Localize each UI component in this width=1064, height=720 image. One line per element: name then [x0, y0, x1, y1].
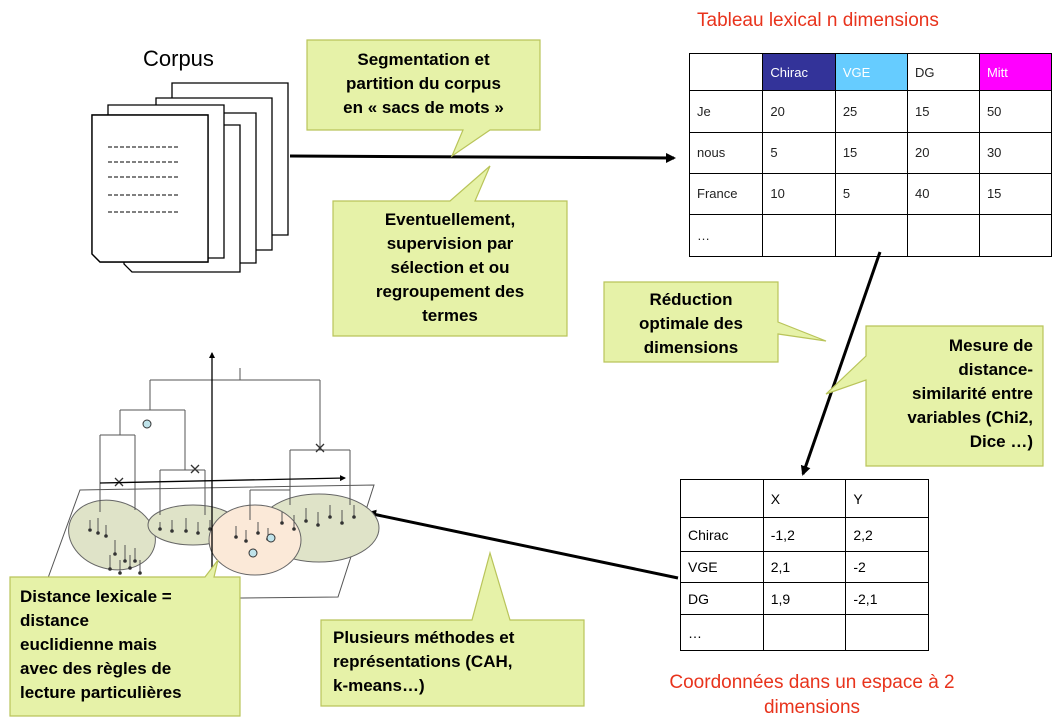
callout-supervision-shape: [332, 165, 568, 337]
callout-distance-shape: [9, 559, 241, 717]
callout-line: dimensions: [643, 338, 739, 357]
lexical-header-dg: DG: [906, 52, 980, 92]
lexical-cell: 50: [978, 90, 1053, 134]
lexical-row-label: …: [688, 213, 764, 258]
coord-cell: 2,1: [762, 551, 847, 583]
lexical-table: Chirac VGE DG Mitt Je 20 25 15 50 nous 5…: [688, 52, 1053, 258]
callout-line: variables (Chi2,: [907, 408, 1033, 427]
callout-line: Dice …): [969, 432, 1033, 451]
callout-line: Eventuellement,: [384, 210, 516, 229]
lexical-cell: [906, 213, 980, 258]
lexical-cell: 10: [762, 172, 836, 215]
coord-row-label: …: [680, 614, 764, 651]
callout-distance-text: Distance lexicale = distance euclidienne…: [20, 585, 238, 705]
callout-line: distance-: [958, 360, 1033, 379]
callout-line: euclidienne mais: [20, 635, 157, 654]
lexical-cell: 5: [762, 132, 836, 174]
coordinates-title-line2: dimensions: [763, 697, 861, 718]
callout-line: similarité entre: [912, 384, 1033, 403]
callout-segmentation-text: Segmentation et partition du corpus en «…: [307, 48, 540, 120]
callout-line: représentations (CAH,: [333, 652, 513, 671]
callout-mesure-text: Mesure de distance- similarité entre var…: [866, 334, 1043, 454]
callout-line: Distance lexicale =: [20, 587, 172, 606]
lexical-header-mitt: Mitt: [978, 52, 1053, 92]
lexical-cell: 20: [762, 90, 836, 134]
coords-to-dendrogram-arrow: [366, 509, 679, 580]
callout-line: Réduction: [649, 290, 733, 309]
lexical-cell: 5: [834, 172, 908, 215]
coord-cell: -1,2: [762, 517, 847, 552]
coord-cell: -2,1: [845, 582, 929, 615]
coord-cell: -2: [845, 551, 929, 583]
coord-cell: [845, 614, 929, 651]
lexical-row-label: nous: [688, 132, 764, 174]
lexical-header-cell: [688, 52, 764, 92]
lexical-cell: 15: [978, 172, 1053, 215]
lexical-cell: 15: [906, 90, 980, 134]
corpus-label: Corpus: [143, 46, 214, 71]
coord-cell: [762, 614, 847, 651]
callout-line: lecture particulières: [20, 683, 182, 702]
callout-methodes-shape: [320, 550, 585, 707]
coord-header-cell: [680, 479, 764, 518]
coordinates-table: X Y Chirac -1,2 2,2 VGE 2,1 -2 DG 1,9 -2…: [680, 479, 929, 651]
lexical-cell: 30: [978, 132, 1053, 174]
coordinates-title-line1: Coordonnées dans un espace à 2: [669, 672, 955, 693]
callout-line: k-means…): [333, 676, 425, 695]
coord-row-label: DG: [680, 582, 764, 615]
table-to-coords-arrow: [800, 251, 882, 476]
lexical-row-label: Je: [688, 90, 764, 134]
coord-cell: 2,2: [845, 517, 929, 552]
lexical-row-label: France: [688, 172, 764, 215]
callout-line: avec des règles de: [20, 659, 172, 678]
callout-segmentation-shape: [306, 39, 541, 158]
lexical-header-chirac: Chirac: [762, 52, 836, 92]
callout-supervision-text: Eventuellement, supervision par sélectio…: [333, 208, 567, 328]
coord-cell: 1,9: [762, 582, 847, 615]
corpus-to-table-arrow: [289, 152, 676, 163]
corpus-documents-icon: [91, 82, 289, 273]
callout-line: en « sacs de mots »: [343, 98, 504, 117]
callout-mesure-shape: [825, 325, 1044, 467]
callout-reduction-text: Réduction optimale des dimensions: [604, 288, 778, 360]
callout-line: Plusieurs méthodes et: [333, 628, 515, 647]
lexical-header-vge: VGE: [834, 52, 908, 92]
lexical-cell: [978, 213, 1053, 258]
coordinates-title: Coordonnées dans un espace à 2 dimension…: [622, 670, 1002, 720]
coord-header-y: Y: [845, 479, 929, 518]
callout-line: Mesure de: [948, 336, 1033, 355]
lexical-cell: [762, 213, 836, 258]
lexical-cell: 20: [906, 132, 980, 174]
callout-line: sélection et ou: [390, 258, 510, 277]
dendrogram-illustration: [39, 352, 380, 601]
callout-line: optimale des: [639, 314, 743, 333]
callout-methodes-text: Plusieurs méthodes et représentations (C…: [333, 626, 583, 698]
callout-reduction-shape: [603, 281, 827, 363]
coord-row-label: VGE: [680, 551, 764, 583]
coord-header-x: X: [762, 479, 847, 518]
coord-row-label: Chirac: [680, 517, 764, 552]
callout-line: partition du corpus: [346, 74, 501, 93]
lexical-cell: [834, 213, 908, 258]
callout-line: distance: [20, 611, 89, 630]
callout-line: regroupement des: [375, 282, 525, 301]
callout-line: Segmentation et: [357, 50, 490, 69]
lexical-cell: 15: [834, 132, 908, 174]
lexical-table-title: Tableau lexical n dimensions: [697, 10, 939, 31]
callout-line: termes: [422, 306, 478, 325]
lexical-cell: 40: [906, 172, 980, 215]
lexical-cell: 25: [834, 90, 908, 134]
callout-line: supervision par: [386, 234, 514, 253]
